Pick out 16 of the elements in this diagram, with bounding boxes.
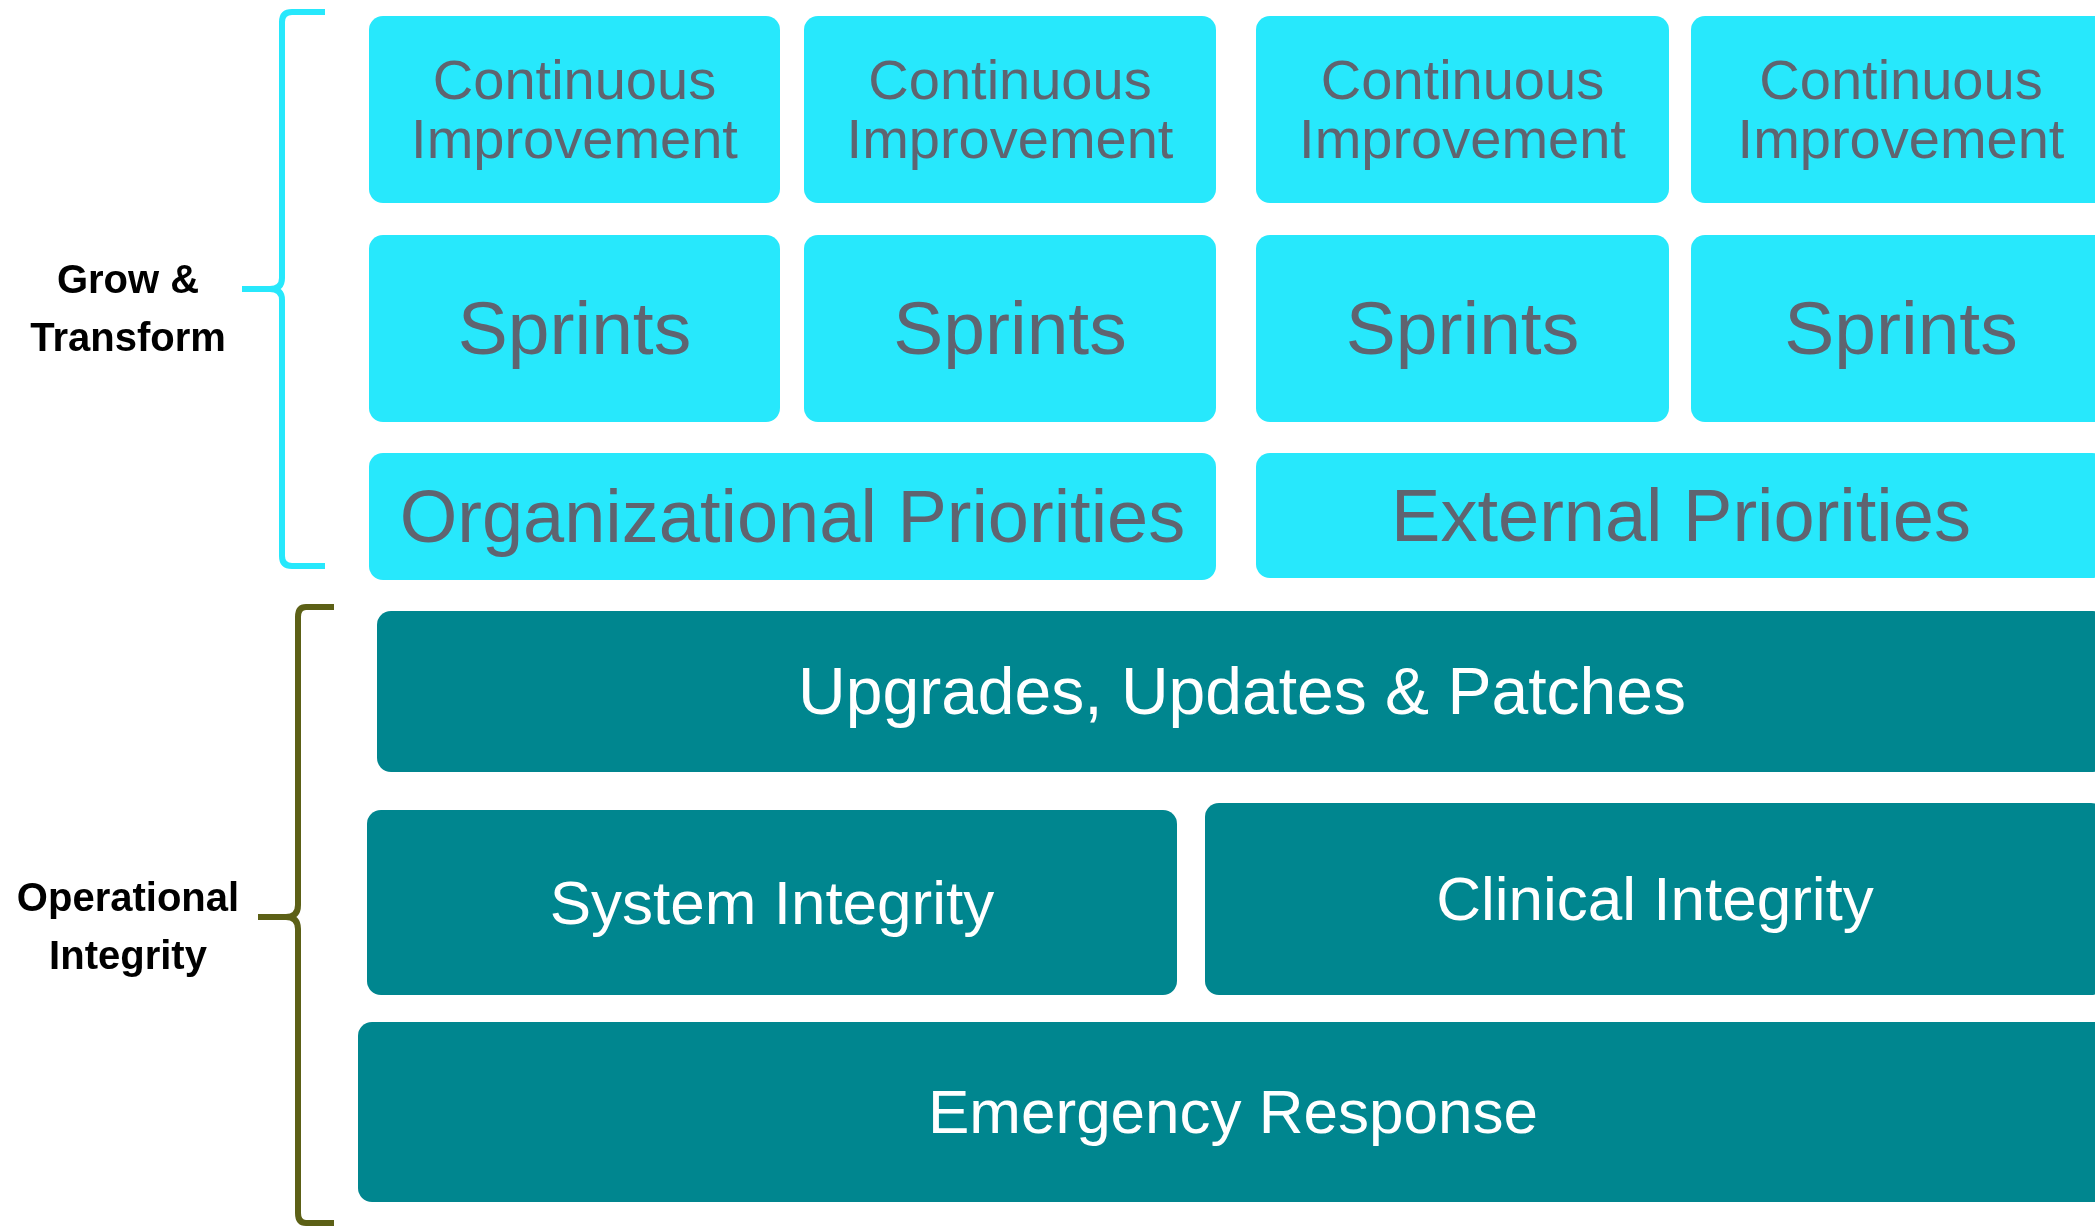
- layer-box: System Integrity: [367, 810, 1177, 995]
- sprint-box: Sprints: [1256, 235, 1669, 422]
- sprint-box: Sprints: [1691, 235, 2095, 422]
- layer-box: Emergency Response: [358, 1022, 2095, 1202]
- improvement-box: Continuous Improvement: [1691, 16, 2095, 203]
- priority-box: Organizational Priorities: [369, 453, 1216, 580]
- bracket-label: Operational Integrity: [15, 874, 241, 979]
- sprint-box: Sprints: [804, 235, 1216, 422]
- priority-box: External Priorities: [1256, 453, 2095, 578]
- sprint-box: Sprints: [369, 235, 780, 422]
- bracket-label: Grow & Transform: [29, 256, 227, 361]
- improvement-box: Continuous Improvement: [804, 16, 1216, 203]
- layer-box: Clinical Integrity: [1205, 803, 2095, 995]
- layer-box: Upgrades, Updates & Patches: [377, 611, 2095, 772]
- improvement-box: Continuous Improvement: [369, 16, 780, 203]
- improvement-box: Continuous Improvement: [1256, 16, 1669, 203]
